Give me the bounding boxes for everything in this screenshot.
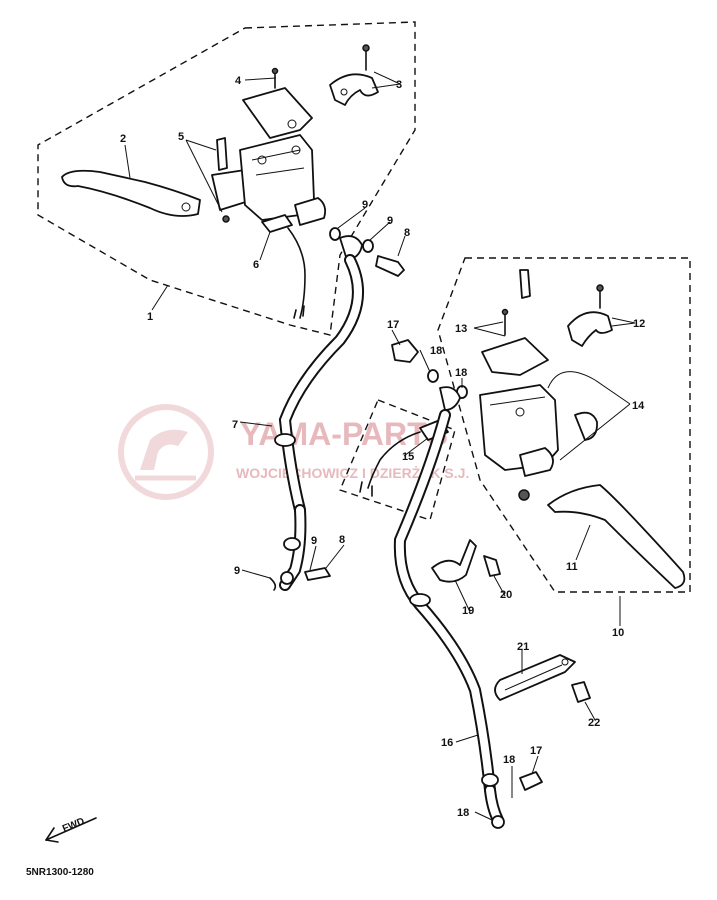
left-master-cylinder-assembly <box>37 21 416 336</box>
callout-13: 13 <box>455 323 467 335</box>
outlet-fitting <box>294 197 327 226</box>
washer-9 <box>329 227 341 241</box>
drawing-code: 5NR1300-1280 <box>26 867 94 878</box>
callout-12: 12 <box>633 318 645 330</box>
washer-9b <box>362 239 374 253</box>
callout-5: 5 <box>178 131 184 143</box>
callout-18d: 18 <box>457 807 469 819</box>
assembly-10-boundary <box>437 257 691 593</box>
fwd-label: FWD <box>61 816 86 835</box>
callout-6: 6 <box>253 259 259 271</box>
fwd-arrow-icon: FWD <box>45 816 97 843</box>
clamp-3 <box>329 73 379 106</box>
brake-hose-16 <box>393 409 543 829</box>
callout-1: 1 <box>147 311 153 323</box>
callout-14: 14 <box>632 400 645 412</box>
switch-wire-6 <box>287 227 306 319</box>
pivot-bolt-5 <box>216 137 228 171</box>
leader-lines <box>124 71 636 821</box>
callout-19: 19 <box>462 605 474 617</box>
callout-8: 8 <box>404 227 410 239</box>
assembly-1-boundary <box>37 21 416 336</box>
right-master-cylinder-assembly <box>391 257 691 593</box>
callout-15: 15 <box>402 451 414 463</box>
callout-9d: 9 <box>311 535 317 547</box>
reservoir-cap-4 <box>242 87 313 139</box>
watermark-logo-icon <box>118 404 214 500</box>
union-bolt-17-lower <box>519 771 543 791</box>
callout-9b: 9 <box>387 215 393 227</box>
callout-4: 4 <box>235 75 242 87</box>
callout-18c: 18 <box>503 754 515 766</box>
banjo-right <box>439 386 461 411</box>
brake-switch-6 <box>261 214 293 233</box>
callout-21: 21 <box>517 641 529 653</box>
callout-8b: 8 <box>339 534 345 546</box>
callout-11: 11 <box>566 561 578 573</box>
union-bolt-8 <box>375 255 405 277</box>
body-fitting <box>519 447 554 477</box>
reservoir-bolt <box>519 269 531 299</box>
lever-11 <box>547 484 686 589</box>
callout-17: 17 <box>387 319 399 331</box>
callout-18: 18 <box>430 345 442 357</box>
clamp-12 <box>567 311 613 347</box>
bolt-22 <box>571 681 591 703</box>
body-outlet-14 <box>574 411 598 441</box>
callout-22: 22 <box>588 717 600 729</box>
union-bolt-17 <box>391 339 419 363</box>
callout-2: 2 <box>120 133 126 145</box>
callout-20: 20 <box>500 589 512 601</box>
callouts: 1 2 3 4 5 6 7 8 9 9 10 11 12 13 14 15 16… <box>120 75 645 819</box>
lever-2 <box>61 169 201 217</box>
callout-16: 16 <box>441 737 453 749</box>
bolt-20 <box>483 555 501 577</box>
assembly-15-boundary <box>339 399 456 521</box>
callout-17b: 17 <box>530 745 542 757</box>
callout-18b: 18 <box>455 367 467 379</box>
callout-10: 10 <box>612 627 624 639</box>
callout-7: 7 <box>232 419 238 431</box>
callout-9c: 9 <box>234 565 240 577</box>
reservoir-cap-13 <box>481 337 549 376</box>
hose-guide-21 <box>494 654 591 703</box>
callout-9: 9 <box>362 199 368 211</box>
brake-hose-7 <box>269 254 364 591</box>
watermark: YAMA-PARTS WOJCIECHOWICZ I DZIERŻAK S.J. <box>118 404 469 500</box>
washer-18 <box>427 369 439 383</box>
hose-clamp-19 <box>431 539 501 583</box>
callout-3: 3 <box>396 79 402 91</box>
union-bolt-8-lower <box>304 567 331 581</box>
